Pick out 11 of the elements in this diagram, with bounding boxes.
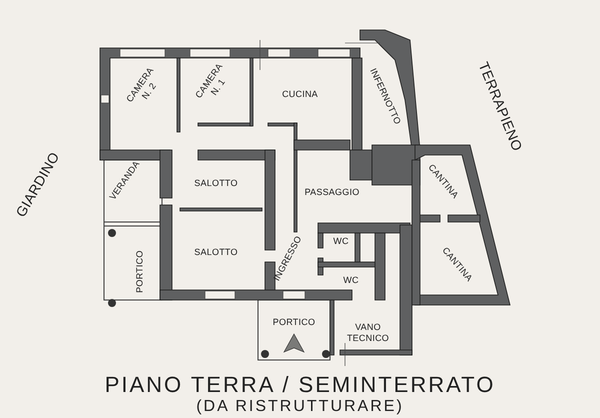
room-label: PORTICO xyxy=(134,249,146,295)
room-label: WC xyxy=(342,275,360,286)
room-label: WC xyxy=(332,236,350,248)
room-label: PASSAGGIO xyxy=(304,187,360,198)
plan-title: PIANO TERRA / SEMINTERRATO xyxy=(104,371,496,399)
plan-caption: (DA RISTRUTTURARE) xyxy=(195,397,405,417)
room-label: SALOTTO xyxy=(193,178,239,190)
room-label: VANO TECNICO xyxy=(346,322,390,344)
room-label: CUCINA xyxy=(281,89,319,100)
room-label: PORTICO xyxy=(272,317,316,328)
room-label: SALOTTO xyxy=(193,247,239,258)
